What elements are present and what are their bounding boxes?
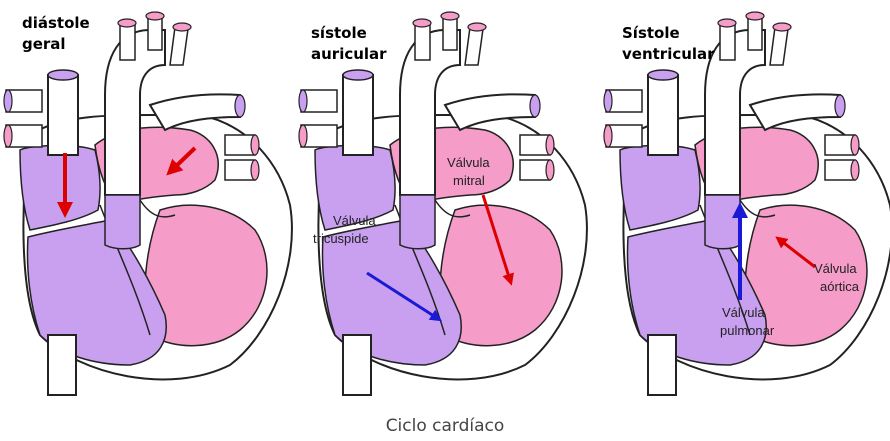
panel-ventricular-systole: Sístole ventricular Válvula pulmonar Vál… (604, 12, 890, 395)
heart-illustration (299, 12, 587, 395)
cardiac-cycle-diagram: diástole geral sístole auricular Válvula… (0, 0, 890, 410)
label-aortic-line-1: Válvula (814, 261, 857, 276)
panel-title-line-1: sístole (311, 24, 367, 42)
label-tricuspid-line-2: tricúspide (313, 231, 369, 246)
panel-title-line-2: auricular (311, 45, 387, 63)
label-mitral-line-1: Válvula (447, 155, 490, 170)
panel-title-line-2: geral (22, 35, 66, 53)
label-pulmonary-line-1: Válvula (722, 305, 765, 320)
label-aortic-line-2: aórtica (820, 279, 860, 294)
label-pulmonary-line-2: pulmonar (720, 323, 775, 338)
label-mitral-line-2: mitral (453, 173, 485, 188)
panel-title-line-1: Sístole (622, 24, 680, 42)
heart-illustration (4, 12, 292, 395)
label-tricuspid-line-1: Válvula (333, 213, 376, 228)
panel-title-line-1: diástole (22, 14, 90, 32)
figure-caption: Ciclo cardíaco (0, 416, 890, 436)
panel-title-line-2: ventricular (622, 45, 715, 63)
panel-atrial-systole: sístole auricular Válvula mitral Válvula… (299, 12, 587, 395)
panel-diastole: diástole geral (4, 12, 292, 395)
